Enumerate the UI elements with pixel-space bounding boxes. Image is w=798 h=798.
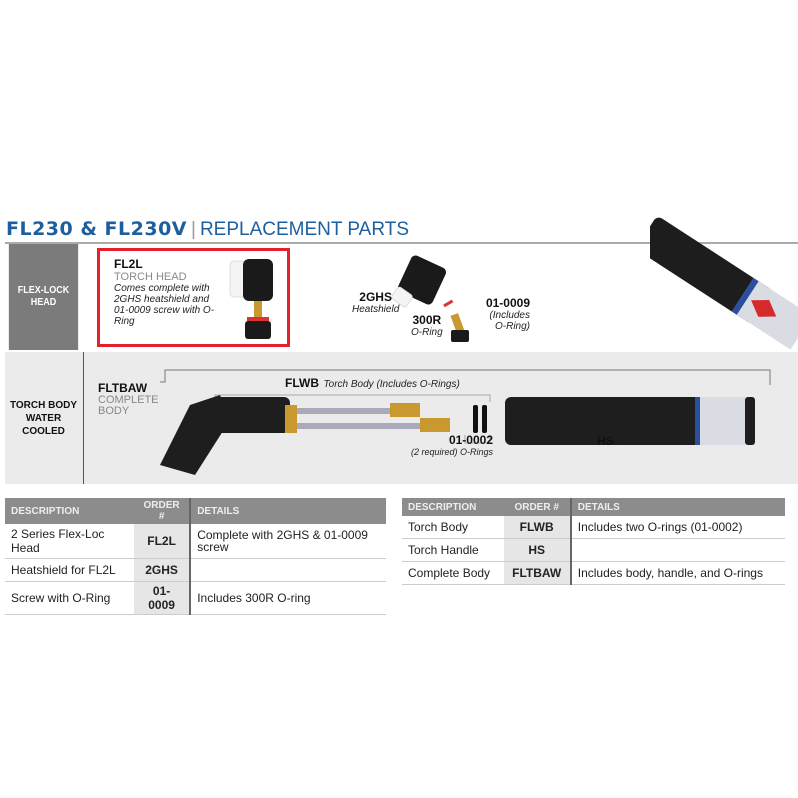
header-order: ORDER #	[133, 498, 191, 524]
fltbaw-code: FLTBAW	[98, 381, 148, 395]
torch-head-image	[229, 259, 273, 339]
header-description: DESCRIPTION	[5, 498, 134, 524]
cell-description: Torch Handle	[402, 538, 504, 562]
fltbaw-callout: FLTBAW COMPLETE BODY	[98, 381, 168, 417]
page-title: FL230 & FL230V|REPLACEMENT PARTS	[6, 218, 409, 241]
table-row: Heatshield for FL2L 2GHS	[5, 558, 386, 582]
table-row: Torch Handle HS	[402, 538, 785, 562]
cell-description: Torch Body	[402, 516, 504, 539]
cell-order: HS	[503, 538, 571, 562]
300r-code: 300R	[412, 313, 442, 327]
cell-details: Includes two O-rings (01-0002)	[569, 516, 785, 539]
01-0002-code: 01-0002	[448, 433, 493, 447]
table-row: 2 Series Flex-Loc Head FL2L Complete wit…	[5, 524, 386, 559]
model-names: FL230 & FL230V	[6, 218, 187, 240]
table-row: Torch Body FLWB Includes two O-rings (01…	[402, 516, 785, 539]
hs-name: Torch Handle	[618, 437, 678, 448]
torch-body-image	[160, 369, 771, 475]
cell-order: 2GHS	[133, 558, 191, 582]
title-separator: |	[191, 219, 196, 240]
01-0009-callout: 01-0009 (Includes O-Ring)	[480, 296, 530, 332]
cell-order: FL2L	[133, 524, 191, 559]
cell-order: 01-0009	[133, 581, 191, 615]
row-divider	[83, 352, 84, 484]
01-0002-name: (2 required) O-Rings	[410, 447, 493, 457]
torch-body-parts-table: DESCRIPTION ORDER # DETAILS Torch Body F…	[402, 498, 785, 585]
cell-order: FLWB	[503, 516, 571, 539]
cell-order: FLTBAW	[503, 561, 571, 585]
flwb-code: FLWB	[285, 376, 319, 390]
header-details: DETAILS	[569, 498, 785, 516]
header-order: ORDER #	[503, 498, 571, 516]
cell-description: 2 Series Flex-Loc Head	[5, 524, 134, 559]
flwb-name: Torch Body (Includes O-Rings)	[323, 379, 460, 390]
fl2l-code: FL2L	[114, 257, 143, 271]
cell-details: Includes body, handle, and O-rings	[569, 561, 785, 585]
fltbaw-name: COMPLETE BODY	[98, 394, 159, 417]
cell-description: Screw with O-Ring	[5, 581, 134, 615]
hs-callout: HS Torch Handle	[597, 432, 677, 450]
cell-details: Includes 300R O-ring	[189, 581, 386, 615]
header-description: DESCRIPTION	[402, 498, 504, 516]
table-row: Complete Body FLTBAW Includes body, hand…	[402, 561, 785, 585]
cell-details	[569, 538, 785, 562]
fl2l-highlight-box[interactable]: FL2L TORCH HEAD Comes complete with 2GHS…	[97, 248, 290, 347]
300r-callout: 300R O-Ring	[411, 313, 443, 338]
fl2l-name: TORCH HEAD	[114, 271, 187, 283]
row-label-flex-lock-head: FLEX-LOCK HEAD	[8, 244, 79, 350]
section-title: REPLACEMENT PARTS	[199, 219, 409, 240]
2ghs-name: Heatshield	[352, 304, 400, 315]
flex-lock-parts-table: DESCRIPTION ORDER # DETAILS 2 Series Fle…	[5, 498, 386, 615]
2ghs-code: 2GHS	[359, 290, 392, 304]
2ghs-callout: 2GHS Heatshield	[352, 290, 399, 315]
cell-details	[189, 558, 386, 582]
cell-description: Heatshield for FL2L	[5, 558, 134, 582]
row-label-torch-body: TORCH BODY WATER COOLED	[9, 399, 78, 437]
title-rule	[5, 242, 798, 244]
cell-details: Complete with 2GHS & 01-0009 screw	[189, 524, 386, 559]
header-details: DETAILS	[189, 498, 386, 524]
table-row: Screw with O-Ring 01-0009 Includes 300R …	[5, 581, 386, 615]
01-0009-name: (Includes O-Ring)	[489, 310, 530, 332]
01-0009-code: 01-0009	[485, 296, 530, 310]
flex-lock-parts-image	[391, 255, 469, 342]
hs-code: HS	[597, 434, 614, 448]
cell-description: Complete Body	[402, 561, 504, 585]
01-0002-callout: 01-0002 (2 required) O-Rings	[405, 433, 493, 458]
torch-handle-image	[650, 217, 798, 350]
flwb-callout: FLWB Torch Body (Includes O-Rings)	[285, 374, 460, 392]
fl2l-description: Comes complete with 2GHS heatshield and …	[114, 283, 215, 327]
300r-name: O-Ring	[411, 327, 443, 338]
